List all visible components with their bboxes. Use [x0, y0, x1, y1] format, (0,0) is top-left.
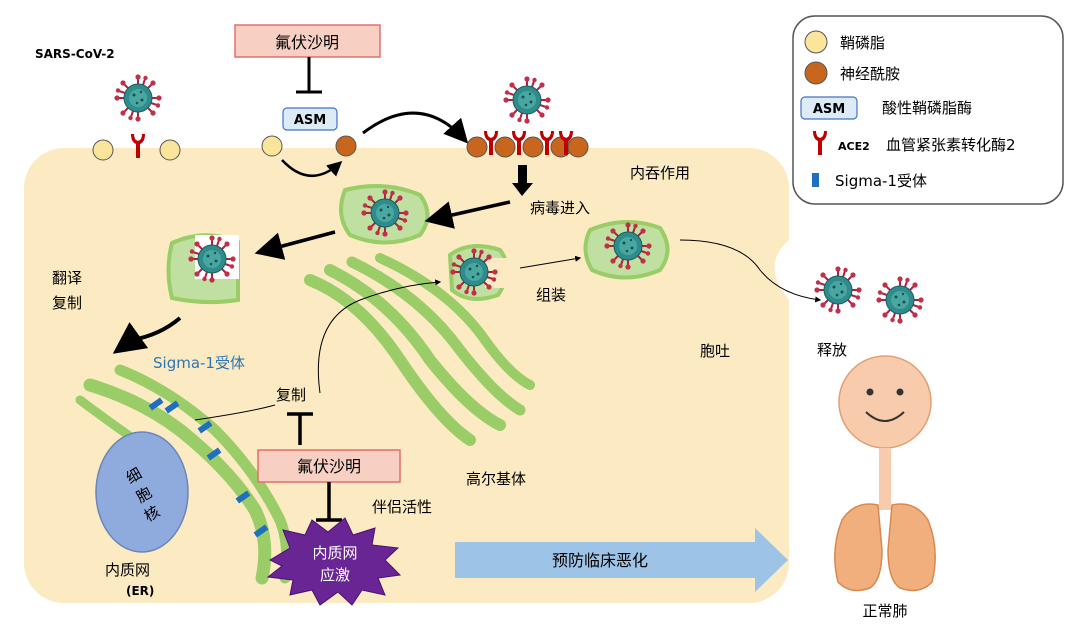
sphingomyelin-icon [159, 139, 181, 161]
virus-label: SARS-CoV-2 [35, 47, 115, 61]
legend-label-asm: 酸性鞘磷脂酶 [882, 99, 972, 117]
release-label: 释放 [817, 341, 847, 359]
normal-lung-label: 正常肺 [862, 602, 907, 620]
ceramide-icon [335, 135, 357, 157]
replication-to-assembly-arrow [317, 279, 442, 394]
virus-icon [603, 221, 653, 271]
virus-entry-label: 病毒进入 [530, 199, 590, 217]
replication-link [194, 404, 276, 421]
translation-label-1: 翻译 [52, 269, 82, 287]
asm-legend-text: ASM [813, 102, 845, 117]
prevent-label: 预防临床恶化 [552, 551, 648, 570]
drug-box-top [234, 24, 381, 58]
entry-to-endosome-arrow [424, 200, 511, 229]
lung-icon [834, 503, 936, 592]
translation-arrow [112, 316, 182, 354]
nucleus [95, 431, 189, 553]
person-icon [838, 355, 932, 510]
virus-icon [187, 234, 237, 284]
legend-sub-ace2: ACE2 [838, 140, 870, 153]
ceramide-icon [804, 61, 828, 85]
legend-label-sphingomyelin: 鞘磷脂 [840, 34, 885, 52]
exocytosis-arrow [679, 239, 822, 303]
conversion-arrow [281, 159, 343, 177]
prevent-arrow [455, 528, 788, 592]
sphingomyelin-icon [92, 139, 114, 161]
legend-box [792, 15, 1064, 205]
golgi-apparatus [304, 253, 535, 446]
sphingomyelin-icon [804, 30, 828, 54]
er-stress-label-1: 内质网 [312, 544, 357, 562]
virus-icon [502, 75, 552, 125]
sigma-receptors [148, 397, 269, 538]
er-label-2: (ER) [126, 584, 154, 598]
sigma1-legend-icon [812, 173, 819, 187]
legend-label-ace2: 血管紧张素转化酶2 [886, 136, 1016, 154]
exocytosis-label: 胞吐 [700, 342, 730, 360]
ceramide-platform-arrow [362, 111, 469, 144]
translation-label-2: 复制 [52, 294, 82, 312]
drug-box-middle [257, 449, 401, 483]
golgi-label: 高尔基体 [466, 470, 526, 488]
assembly-label: 组装 [536, 286, 566, 304]
sphingomyelin-icon [261, 135, 283, 157]
exocytosis-pore [774, 240, 789, 300]
assembly-to-release-arrow [519, 255, 582, 269]
virus-icon [449, 247, 499, 297]
er-label-1: 内质网 [105, 561, 150, 579]
uncoating-arrow [254, 230, 336, 260]
virus-icon [360, 188, 410, 238]
legend-label-sigma1: Sigma-1受体 [835, 172, 927, 190]
entry-arrow-shaft [518, 165, 527, 185]
virus-icon [813, 265, 863, 315]
virus-icon [113, 73, 163, 123]
chaperone-label: 伴侣活性 [372, 498, 432, 516]
drug-label-middle: 氟伏沙明 [297, 457, 361, 476]
asm-legend-icon [800, 96, 858, 120]
er-stress-burst [266, 517, 402, 606]
entry-arrow-head [512, 183, 533, 196]
er-stress-label-2: 应激 [320, 566, 350, 584]
asm-box [282, 107, 338, 131]
drug-label-top: 氟伏沙明 [275, 33, 339, 52]
endocytosis-label: 内吞作用 [630, 164, 690, 182]
virus-icon [875, 275, 925, 325]
legend-label-ceramide: 神经酰胺 [840, 65, 900, 83]
replication-label: 复制 [276, 386, 306, 404]
sigma-receptor-label: Sigma-1受体 [153, 354, 245, 372]
asm-label: ASM [294, 113, 326, 128]
